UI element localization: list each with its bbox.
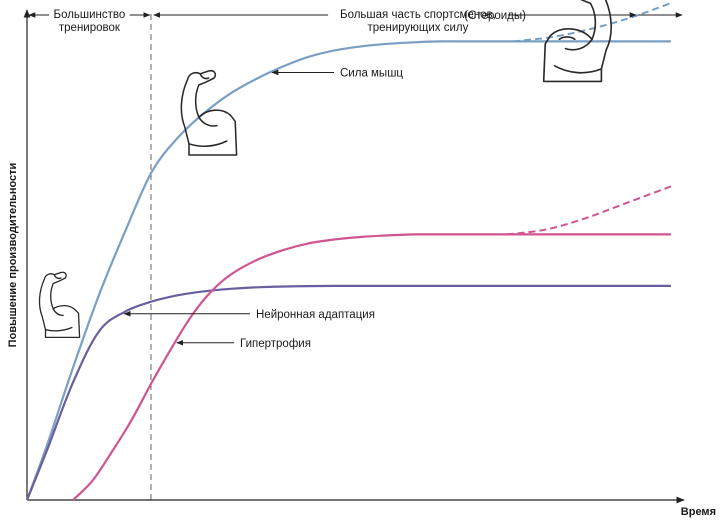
- series-hypertrophy-extension: [506, 185, 672, 236]
- annotation-label: Нейронная адаптация: [256, 309, 375, 321]
- series-neural-line: [25, 284, 671, 501]
- annotation-label: (Стероиды): [464, 10, 526, 22]
- series-strength-extension: [513, 2, 672, 43]
- annotation-hypertrophy: Гипертрофия: [176, 338, 311, 350]
- phase-label-bg: [328, 7, 508, 17]
- series-strength-line: [25, 40, 671, 501]
- annotation-strength: Сила мышц: [271, 67, 403, 79]
- phase-2: Большая часть спортсменов,тренирующих си…: [153, 7, 683, 34]
- flexed-arm-icon-medium: [180, 69, 238, 156]
- phase-label-bg: [49, 7, 130, 17]
- phase-label-line: Большая часть спортсменов,: [340, 9, 496, 21]
- axes: [23, 9, 685, 504]
- flexed-arm-icon-small: [38, 271, 81, 339]
- series-hypertrophy-line: [72, 233, 671, 501]
- phase-label-line: Большинство: [54, 9, 126, 21]
- phase-label-line: тренировок: [59, 22, 121, 34]
- annotation-label: Сила мышц: [340, 67, 403, 79]
- x-axis-label: Время: [681, 506, 716, 518]
- flexed-arm-icon-large: [542, 0, 612, 83]
- phase-label-line: тренирующих силу: [367, 22, 468, 34]
- annotation-neural: Нейронная адаптация: [123, 309, 375, 321]
- annotation-label: Гипертрофия: [240, 338, 311, 350]
- y-axis-label: Повышение производительности: [7, 163, 19, 348]
- annotation-strength_ext: (Стероиды): [464, 10, 637, 22]
